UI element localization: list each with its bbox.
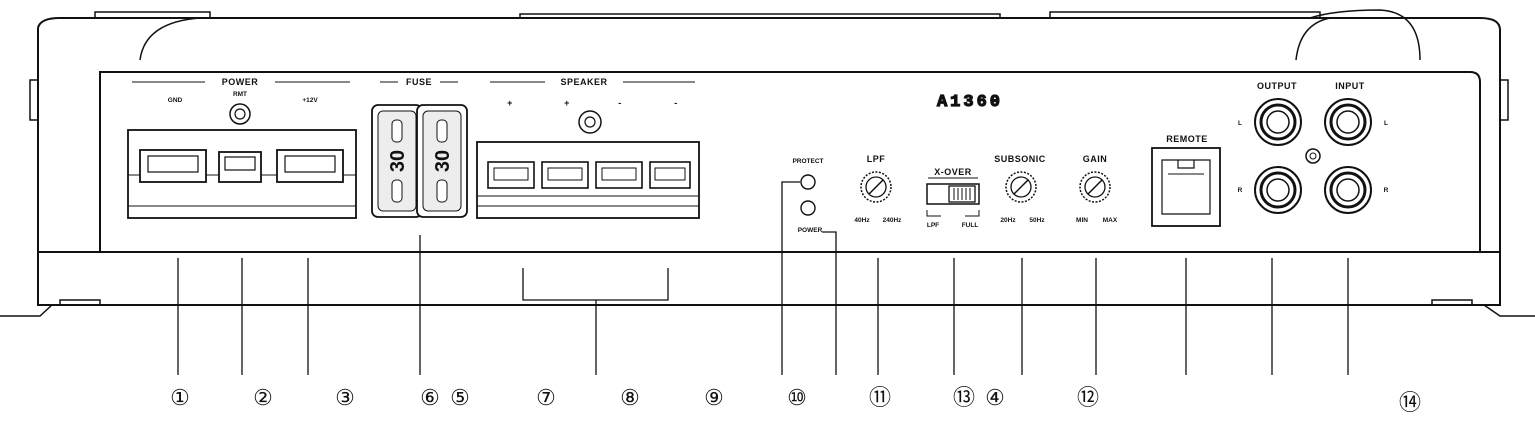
subsonic-label: SUBSONIC — [994, 154, 1046, 164]
fuse-1: 30 — [371, 104, 423, 218]
power-led-label: POWER — [798, 227, 823, 234]
rca-output-right — [1254, 166, 1302, 214]
callout-3: ③ — [335, 385, 355, 410]
output-l-label: L — [1238, 120, 1242, 127]
xover-label: X-OVER — [934, 167, 972, 177]
speaker-terminal-block: + + - - — [476, 98, 700, 219]
callout-5: ⑤ — [450, 385, 470, 410]
rmt-label: RMT — [233, 91, 247, 98]
speaker-polarity-1: + — [507, 98, 513, 108]
fuse-2-rating: 30 — [432, 150, 454, 172]
subsonic-control: SUBSONIC 20Hz 50Hz — [994, 154, 1046, 224]
power-led — [800, 200, 816, 216]
callout-7: ⑦ — [536, 385, 556, 410]
section-headers: POWER FUSE SPEAKER — [132, 77, 695, 87]
lpf-min-label: 40Hz — [854, 217, 870, 224]
callout-14: ⑭ — [1399, 390, 1421, 415]
speaker-terminal-2 — [541, 161, 589, 189]
gain-label: GAIN — [1083, 154, 1108, 164]
gain-control: GAIN MIN MAX — [1076, 154, 1118, 224]
rmt-screw — [229, 103, 251, 125]
output-r-label: R — [1238, 187, 1243, 194]
protect-led — [800, 174, 816, 190]
rca-output-left — [1254, 98, 1302, 146]
subsonic-max-label: 50Hz — [1029, 217, 1045, 224]
led-indicators: PROTECT POWER — [792, 158, 823, 234]
callout-2: ② — [253, 385, 273, 410]
rca-center-screw — [1305, 148, 1321, 164]
rca-section: OUTPUT INPUT L R L R — [1238, 81, 1389, 214]
input-label: INPUT — [1335, 81, 1365, 91]
callout-9: ⑨ — [704, 385, 724, 410]
xover-full-label: FULL — [962, 222, 979, 229]
leader-lines — [177, 181, 1349, 375]
speaker-terminal-4 — [649, 161, 691, 189]
gnd-label: GND — [168, 97, 183, 104]
plus12v-terminal — [276, 149, 344, 183]
gnd-terminal — [139, 149, 207, 183]
xover-control: X-OVER LPF FULL — [926, 167, 980, 229]
remote-jack: REMOTE — [1151, 134, 1221, 227]
callout-4: ④ — [985, 385, 1005, 410]
callout-numbers: ① ② ③ ⑥ ⑤ ⑦ ⑧ ⑨ ⑩ ⑪ ⑬ ④ ⑫ ⑭ — [170, 385, 1421, 415]
lpf-label: LPF — [867, 154, 886, 164]
power-section-label: POWER — [222, 77, 259, 87]
callout-10: ⑩ — [787, 385, 807, 410]
protect-led-label: PROTECT — [792, 158, 823, 165]
callout-1: ① — [170, 385, 190, 410]
speaker-terminal-1 — [487, 161, 535, 189]
callout-6: ⑥ — [420, 385, 440, 410]
callout-12: ⑫ — [1077, 385, 1099, 410]
xover-lpf-label: LPF — [927, 222, 939, 229]
callout-11: ⑪ — [869, 385, 891, 410]
gain-max-label: MAX — [1103, 217, 1118, 224]
speaker-polarity-3: - — [618, 98, 622, 108]
power-terminal-block: GND RMT +12V — [127, 91, 357, 219]
speaker-screw — [578, 110, 602, 134]
fuse-1-rating: 30 — [387, 150, 409, 172]
speaker-terminal-3 — [595, 161, 643, 189]
model-logo: A1360 — [937, 93, 1003, 112]
rca-input-right — [1324, 166, 1372, 214]
speaker-polarity-2: + — [564, 98, 570, 108]
speaker-polarity-4: - — [674, 98, 678, 108]
lpf-max-label: 240Hz — [883, 217, 903, 224]
rca-input-left — [1324, 98, 1372, 146]
gain-min-label: MIN — [1076, 217, 1088, 224]
callout-13: ⑬ — [953, 385, 975, 410]
fuse-2: 30 — [416, 104, 468, 218]
input-r-label: R — [1384, 187, 1389, 194]
subsonic-min-label: 20Hz — [1000, 217, 1016, 224]
speaker-section-label: SPEAKER — [560, 77, 607, 87]
lpf-control: LPF 40Hz 240Hz — [854, 154, 902, 224]
plus12v-label: +12V — [302, 97, 318, 104]
input-l-label: L — [1384, 120, 1388, 127]
fuse-section-label: FUSE — [406, 77, 432, 87]
output-label: OUTPUT — [1257, 81, 1297, 91]
remote-label: REMOTE — [1166, 134, 1208, 144]
callout-8: ⑧ — [620, 385, 640, 410]
